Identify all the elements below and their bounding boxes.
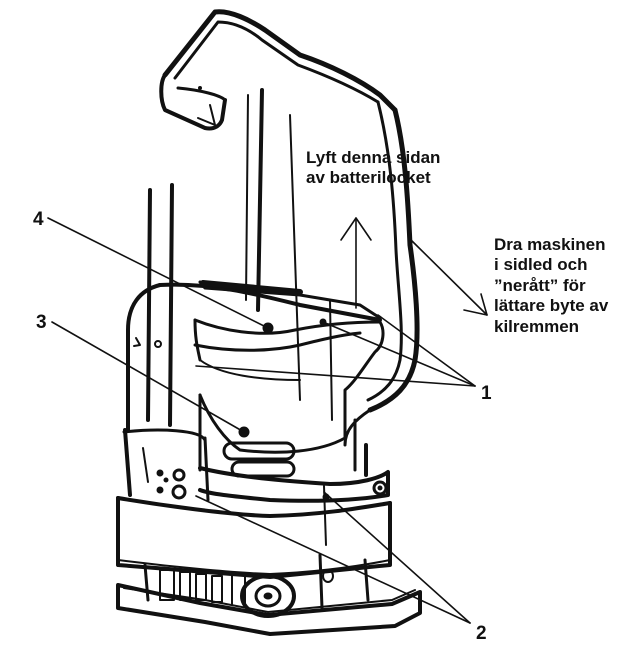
lift-instruction-text: Lyft denna sidan av batterilocket <box>306 148 440 189</box>
pull-instruction-text: Dra maskinen i sidled och ”nerått” för l… <box>494 235 608 337</box>
base-plate <box>116 583 422 636</box>
bumper <box>116 496 392 579</box>
pull-line-4: lättare byte av <box>494 296 609 316</box>
leader-lines <box>47 217 476 624</box>
callout-3: 3 <box>36 312 47 333</box>
callout-4: 4 <box>33 209 44 230</box>
lift-line-1: Lyft denna sidan <box>306 148 441 167</box>
pull-line-3: ”nerått” för <box>494 275 586 295</box>
pull-line-2: i sidled och <box>494 255 588 275</box>
up-arrow <box>340 217 372 309</box>
pull-line-5: kilremmen <box>494 316 580 336</box>
front-cover <box>198 393 347 478</box>
callout-1: 1 <box>481 383 492 404</box>
pull-line-1: Dra maskinen <box>494 235 606 254</box>
battery-housing <box>122 428 390 546</box>
handle-mast <box>146 88 264 427</box>
callout-2: 2 <box>476 623 487 644</box>
side-pull-arrow <box>410 239 488 316</box>
handle-loop <box>159 9 398 131</box>
rear-frame <box>289 100 420 477</box>
lift-line-2: av batterilocket <box>306 168 431 188</box>
battery-lid <box>126 280 385 432</box>
